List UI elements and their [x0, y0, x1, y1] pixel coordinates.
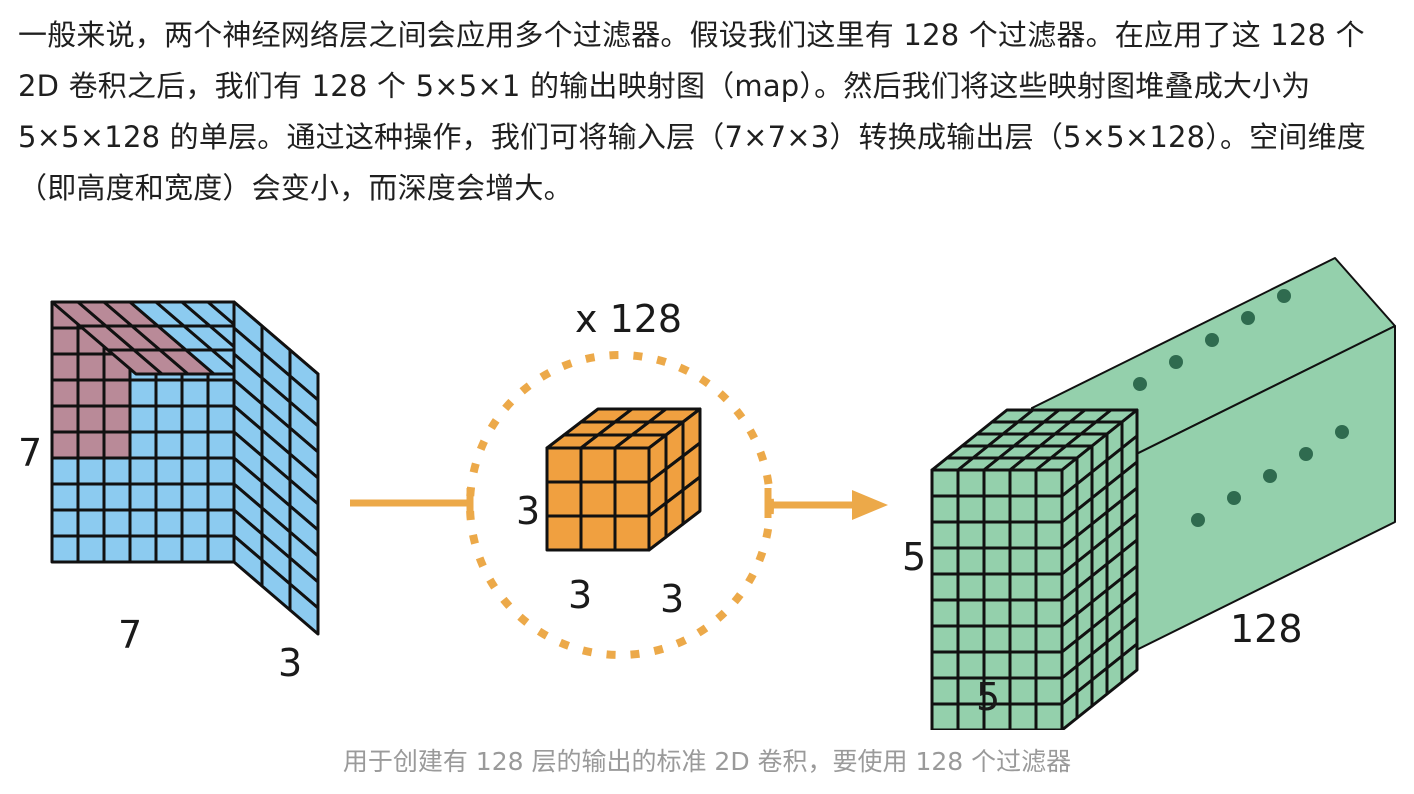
article-body: 一般来说，两个神经网络层之间会应用多个过滤器。假设我们这里有 128 个过滤器。…: [18, 10, 1398, 214]
input-height-label: 7: [18, 431, 42, 475]
convolution-figure: 7 7 3 x 128 3 3 3 5 5 128: [0, 240, 1414, 730]
output-width-label: 5: [976, 675, 1000, 719]
convolution-diagram: 7 7 3 x 128 3 3 3 5 5 128: [18, 257, 1396, 730]
arrow-right: [764, 488, 888, 520]
arrow-left: [350, 488, 474, 518]
kernel-width-label: 3: [568, 573, 592, 617]
kernel-depth-label: 3: [660, 577, 684, 621]
kernel-height-label: 3: [516, 489, 540, 533]
input-width-label: 7: [118, 613, 142, 657]
figure-caption: 用于创建有 128 层的输出的标准 2D 卷积，要使用 128 个过滤器: [342, 747, 1072, 776]
article-paragraph: 一般来说，两个神经网络层之间会应用多个过滤器。假设我们这里有 128 个过滤器。…: [18, 18, 1366, 205]
kernel-cube: [545, 407, 702, 552]
input-depth-label: 3: [278, 641, 302, 685]
output-depth-label: 128: [1230, 607, 1303, 651]
input-volume: [50, 300, 320, 636]
output-volume: [930, 257, 1396, 730]
output-height-label: 5: [902, 535, 926, 579]
kernel-count-label: x 128: [575, 297, 682, 341]
